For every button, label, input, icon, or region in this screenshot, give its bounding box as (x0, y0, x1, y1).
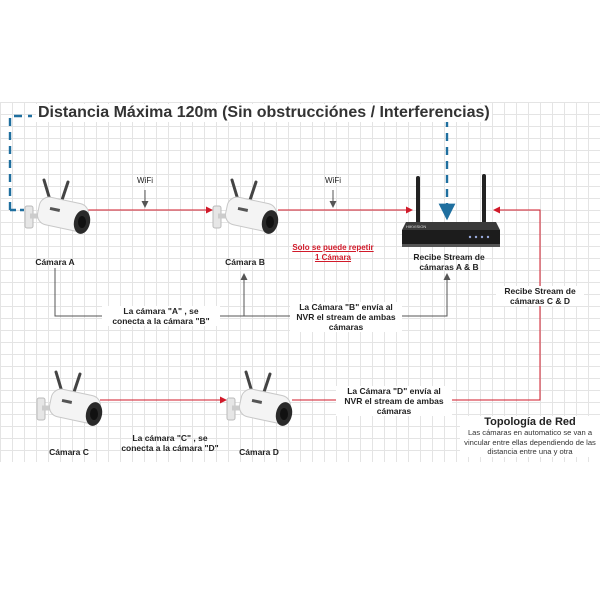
connection-ab-label: La cámara "A" , se conecta a la cámara "… (102, 306, 220, 326)
topology-description-line-2: vincular entre ellas dependiendo de las (464, 437, 596, 447)
wifi-label-2: WiFi (325, 176, 341, 185)
connection-ab-line-2: conecta a la cámara "B" (112, 316, 210, 326)
range-dashed-line (8, 114, 447, 218)
camera-b-label: Cámara B (225, 257, 265, 267)
topology-title: Topología de Red (484, 416, 576, 428)
repeat-warning-line-1: Solo se puede repetir (292, 243, 374, 252)
page-title: Distancia Máxima 120m (Sin obstrucciónes… (36, 104, 492, 122)
camera-c-label: Cámara C (49, 447, 89, 457)
topology-description-line-1: Las cámaras en automatico se van a (467, 428, 593, 437)
nvr-right-label-line-1: Recibe Stream de (504, 286, 576, 296)
nvr-icon: HIKVISION (402, 174, 500, 247)
camera-a-label: Cámara A (35, 257, 75, 267)
nvr-right-label: Recibe Stream de cámaras C & D (496, 286, 584, 306)
topology-description: Las cámaras en automatico se van a vincu… (460, 428, 600, 457)
repeat-warning-line-2: 1 Cámara (314, 253, 352, 262)
topology-description-line-3: distancia entre una y otra (487, 447, 573, 456)
connection-b-nvr-line-2: NVR el stream de ambas (296, 312, 396, 322)
nvr-label: Recibe Stream de cámaras A & B (404, 252, 494, 272)
connection-b-nvr-line-1: La Cámara "B" envía al (299, 302, 393, 312)
connection-cd-line-1: La cámara "C" , se (132, 433, 208, 443)
connection-cd-line-2: conecta a la cámara "D" (121, 443, 219, 453)
camera-d-icon (226, 370, 293, 426)
connection-b-nvr-label: La Cámara "B" envía al NVR el stream de … (290, 302, 402, 332)
connection-d-nvr-line-2: NVR el stream de ambas (344, 396, 444, 406)
camera-c-icon (36, 370, 103, 426)
camera-d-label: Cámara D (239, 447, 279, 457)
connection-b-nvr-line-3: cámaras (328, 322, 364, 332)
camera-b-icon (212, 178, 279, 234)
connection-d-nvr-line-3: cámaras (376, 406, 412, 416)
nvr-label-line-2: cámaras A & B (419, 262, 479, 272)
nvr-brand-text: HIKVISION (406, 224, 426, 229)
wifi-label-1: WiFi (137, 176, 153, 185)
connection-ab-line-1: La cámara "A" , se (123, 306, 199, 316)
topology-box: Topología de Red Las cámaras en automati… (460, 416, 600, 457)
connection-d-nvr-label: La Cámara "D" envía al NVR el stream de … (336, 386, 452, 416)
repeat-warning: Solo se puede repetir 1 Cámara (286, 243, 380, 263)
connection-cd-label: La cámara "C" , se conecta a la cámara "… (106, 433, 234, 453)
camera-a-icon (24, 178, 91, 234)
nvr-label-line-1: Recibe Stream de (413, 252, 485, 262)
connection-d-nvr-line-1: La Cámara "D" envía al (347, 386, 441, 396)
nvr-right-label-line-2: cámaras C & D (509, 296, 570, 306)
